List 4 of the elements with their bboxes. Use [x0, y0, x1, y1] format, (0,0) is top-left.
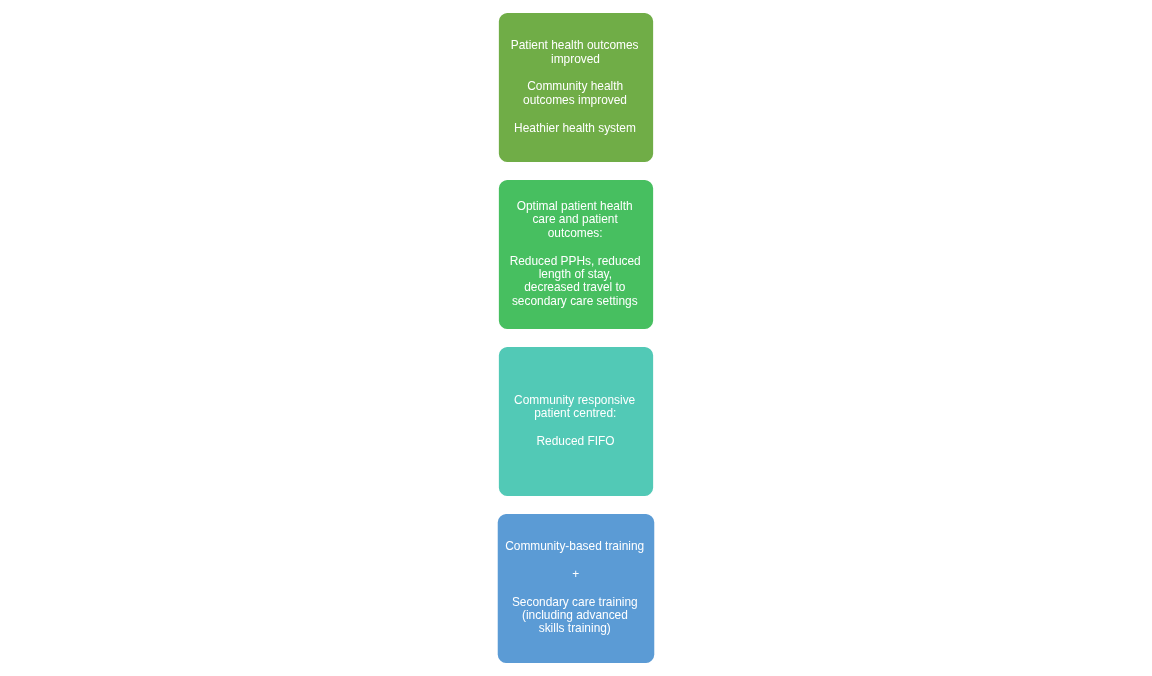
node-box: Community-based training + Secondary care training (including advanced skills training)	[496, 512, 656, 665]
node-box: Optimal patient health care and patient outcomes: Reduced PPHs, reduced length of stay, decreased travel to secondary care settings	[497, 178, 655, 331]
node-box: Patient health outcomes improved Community health outcomes improved Heathier health system	[497, 11, 655, 164]
node-box: Community responsive patient centred: Reduced FIFO	[497, 345, 655, 498]
